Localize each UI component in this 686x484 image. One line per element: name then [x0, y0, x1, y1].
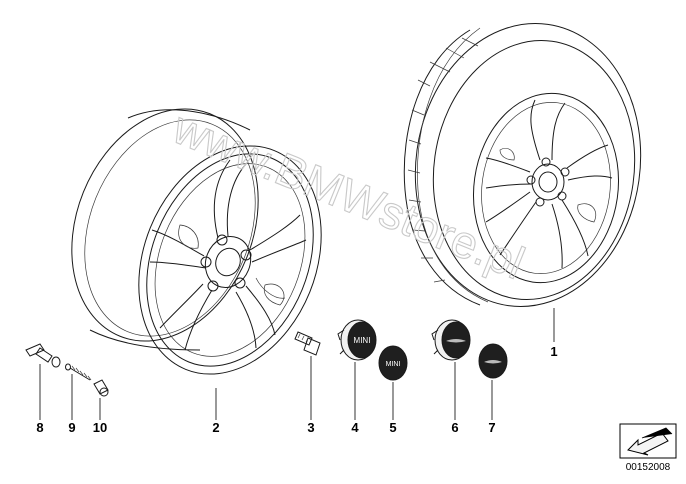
tire-illustration: MINI — [403, 23, 642, 307]
callout-1: 1 — [550, 344, 557, 359]
callout-9: 9 — [68, 420, 75, 435]
hub-cap-wings-illustration — [431, 319, 471, 361]
wings-emblem-icon — [484, 360, 502, 364]
doc-number: 00152008 — [626, 462, 671, 473]
callout-2: 2 — [212, 420, 219, 435]
callout-6: 6 — [451, 420, 458, 435]
emblem-wings-illustration — [478, 343, 508, 379]
wheel-hub-logo: MINI — [543, 181, 554, 187]
callout-7: 7 — [488, 420, 495, 435]
valve-cap-illustration — [93, 379, 109, 397]
callout-8: 8 — [36, 420, 43, 435]
wings-logo-icon — [446, 339, 466, 343]
hub-cap-mini-logo: MINI — [354, 336, 371, 345]
watermark-text: www.BMWstore.pl — [165, 101, 531, 289]
hub-cap-mini-illustration: MINI — [337, 319, 377, 361]
emblem-mini-illustration: MINI — [378, 345, 408, 381]
wheel-bolt-illustration — [294, 331, 321, 356]
valve-core-illustration — [65, 363, 92, 381]
callout-10: 10 — [93, 420, 107, 435]
callout-4: 4 — [351, 420, 359, 435]
arrow-icon — [619, 423, 677, 459]
rim-illustration — [71, 108, 322, 375]
callout-3: 3 — [307, 420, 314, 435]
emblem-mini-logo: MINI — [386, 361, 401, 368]
valve-stem-illustration — [25, 343, 61, 368]
callout-5: 5 — [389, 420, 396, 435]
